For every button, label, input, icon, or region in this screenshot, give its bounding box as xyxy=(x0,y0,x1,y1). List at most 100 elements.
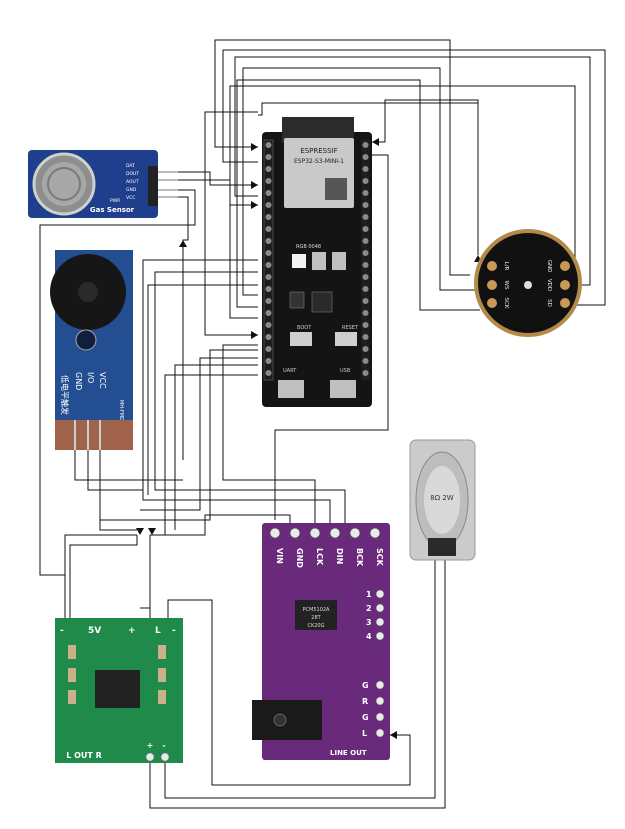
esp32-pin xyxy=(265,250,272,256)
arrows xyxy=(136,138,482,739)
mic-pin-label: GND xyxy=(546,260,552,273)
esp32-pin xyxy=(362,178,369,184)
amp-top-label: + xyxy=(128,626,136,636)
wire xyxy=(236,79,480,311)
esp32-pin xyxy=(265,142,272,148)
esp32-qr-code xyxy=(325,178,347,200)
esp32-brand-label: ESPRESSIF xyxy=(300,147,337,155)
mic-pin-label: L/R xyxy=(503,262,509,271)
amp-chip xyxy=(95,670,140,708)
mic-pin-label: WS xyxy=(503,281,509,290)
boot-label: BOOT xyxy=(297,325,312,331)
dac-pin xyxy=(375,617,385,627)
amp-top-label: - xyxy=(172,626,176,636)
dac-chip-line: 28T xyxy=(311,615,321,621)
usb-label: USB xyxy=(340,368,351,374)
esp32-pin xyxy=(265,298,272,304)
esp32-pin xyxy=(362,322,369,328)
gas-pin-header xyxy=(148,166,158,206)
esp32-pin xyxy=(362,310,369,316)
esp32-pin xyxy=(265,214,272,220)
usb-bridge-chip xyxy=(311,291,333,313)
smd-component xyxy=(312,252,326,270)
wire xyxy=(258,102,478,116)
esp32-pin xyxy=(362,358,369,364)
amp-top-label: L xyxy=(155,626,161,636)
wire xyxy=(140,357,258,511)
dac-pin xyxy=(375,696,385,706)
gas-sensor-title: Gas Sensor xyxy=(90,206,135,214)
reset-button xyxy=(335,332,357,346)
esp32-pin xyxy=(265,202,272,208)
mic-pin-label: SCK xyxy=(503,298,509,309)
esp32-pin xyxy=(362,142,369,148)
amp-bottom-labels: L OUT R +- xyxy=(66,741,165,760)
wire xyxy=(64,534,137,620)
amplifier-module: -5V+L- L OUT R+- xyxy=(55,618,183,763)
wire xyxy=(222,49,606,306)
arrowhead xyxy=(148,528,156,535)
amp-bottom-label: - xyxy=(162,741,165,750)
esp32-pin xyxy=(265,190,272,196)
dac-pin-label: DIN xyxy=(335,548,344,564)
gas-pin-label: AOUT xyxy=(126,179,139,185)
mic-port xyxy=(524,281,532,289)
dac-pin-label: LCK xyxy=(315,548,324,566)
dac-pin-label: SCK xyxy=(375,548,384,567)
wire xyxy=(150,514,291,536)
dac-top-pins xyxy=(269,527,381,539)
wire xyxy=(69,535,138,625)
amp-bottom-pins xyxy=(145,752,170,762)
dac-pin xyxy=(329,527,341,539)
gas-pin-label: DOUT xyxy=(126,171,139,177)
pad xyxy=(487,298,497,308)
esp32-pin xyxy=(265,346,272,352)
smd-component xyxy=(332,252,346,270)
esp32-model-label: ESP32-S3-MINI-1 xyxy=(294,158,344,165)
esp32-pins xyxy=(265,142,369,376)
amp-bottom-label: L OUT R xyxy=(66,751,102,760)
esp32-pin xyxy=(265,166,272,172)
esp32-pin xyxy=(265,178,272,184)
wire xyxy=(142,259,331,525)
wire xyxy=(204,111,258,336)
usb-port xyxy=(330,380,356,398)
dac-right-label: R xyxy=(362,697,368,706)
wire xyxy=(154,271,346,525)
pad xyxy=(487,261,497,271)
esp32-pin xyxy=(265,358,272,364)
voltage-regulator xyxy=(289,291,305,309)
wire xyxy=(214,39,470,276)
esp32-pin xyxy=(362,190,369,196)
reset-label: RESET xyxy=(342,325,359,331)
esp32-pin xyxy=(265,238,272,244)
amp-components xyxy=(68,645,166,704)
wire xyxy=(178,179,258,206)
wire xyxy=(99,450,137,531)
dac-pin xyxy=(375,680,385,690)
esp32-left-header xyxy=(263,139,274,381)
wire xyxy=(164,560,436,799)
wire xyxy=(100,349,258,521)
pad xyxy=(487,280,497,290)
gas-pin-legs xyxy=(158,171,178,198)
arrowhead xyxy=(179,240,187,247)
wire xyxy=(372,99,479,255)
arrowhead xyxy=(251,331,258,339)
boot-button xyxy=(290,332,312,346)
esp32-pin xyxy=(265,322,272,328)
esp32-pin xyxy=(362,274,369,280)
buzzer-pin-label: VCC xyxy=(98,372,107,389)
esp32-pin xyxy=(265,334,272,340)
buzzer-cn-label: 低电平触发 xyxy=(60,375,70,415)
amp-bottom-label: + xyxy=(147,741,154,750)
wire xyxy=(178,171,258,186)
speaker-terminal xyxy=(428,538,456,556)
wire xyxy=(234,56,591,286)
esp32-pin xyxy=(362,226,369,232)
arrowhead xyxy=(372,138,379,146)
